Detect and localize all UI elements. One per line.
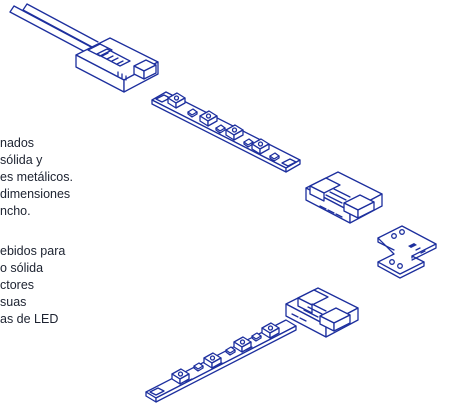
corner-connector [377,225,437,279]
description-line-4: dimensiones [0,187,71,201]
description-line-10: as de LED [0,312,59,326]
description-line-6: ebidos para [0,244,66,258]
description-line-3: es metálicos. [0,170,73,184]
power-cable [9,3,99,55]
description-line-5: ncho. [0,204,31,218]
description-line-8: ctores [0,278,35,292]
feed-connector [75,37,159,93]
description-line-9: suas [0,295,27,309]
led-strip-lower [145,319,297,403]
led-strip-upper [151,91,301,173]
coupler-connector-middle [305,171,383,224]
coupler-connector-lower [285,287,359,338]
description-line-2: sólida y [0,153,43,167]
description-line-1: nados [0,136,35,150]
description-line-7: o sólida [0,261,44,275]
